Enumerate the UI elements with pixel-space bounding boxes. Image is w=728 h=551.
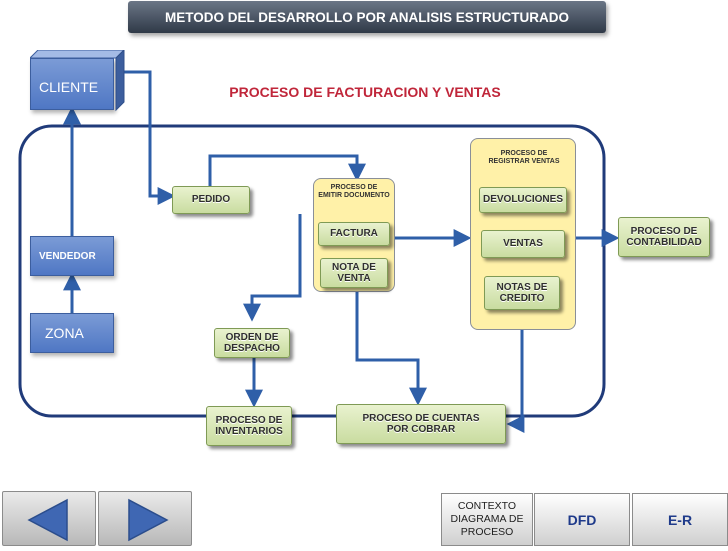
panel-registrar-ventas-title: PROCESO DE REGISTRAR VENTAS: [488, 150, 560, 166]
page-title: METODO DEL DESARROLLO POR ANALISIS ESTRU…: [128, 1, 606, 33]
tab-dfd[interactable]: DFD: [534, 493, 630, 546]
arrow-right-icon: [128, 498, 169, 542]
entity-vendedor-label: VENDEDOR: [39, 250, 96, 262]
process-orden-de-despacho[interactable]: ORDEN DE DESPACHO: [214, 328, 290, 358]
system-boundary: [18, 124, 606, 418]
process-contabilidad[interactable]: PROCESO DE CONTABILIDAD: [618, 217, 710, 257]
process-factura[interactable]: FACTURA: [318, 222, 390, 246]
tab-er[interactable]: E-R: [632, 493, 728, 546]
process-nota-de-venta[interactable]: NOTA DE VENTA: [320, 258, 388, 288]
cliente-3d-edge: [30, 50, 125, 112]
prev-button[interactable]: [2, 491, 96, 546]
diagram-title: PROCESO DE FACTURACION Y VENTAS: [229, 84, 501, 100]
arrow-cliente-pedido: [122, 70, 176, 205]
process-devoluciones[interactable]: DEVOLUCIONES: [479, 187, 567, 213]
arrow-pedido-emitir: [208, 154, 366, 186]
panel-emitir-documento-title: PROCESO DE EMITIR DOCUMENTO: [318, 184, 390, 200]
process-ventas[interactable]: VENTAS: [481, 230, 565, 258]
arrow-pedido-despacho: [243, 214, 302, 322]
arrow-emitir-cobrar: [355, 292, 427, 406]
entity-zona-label: ZONA: [45, 325, 84, 341]
process-notas-de-credito[interactable]: NOTAS DE CREDITO: [484, 276, 560, 310]
tab-contexto[interactable]: CONTEXTO DIAGRAMA DE PROCESO: [441, 493, 533, 546]
entity-zona[interactable]: ZONA: [30, 313, 114, 353]
process-inventarios[interactable]: PROCESO DE INVENTARIOS: [206, 406, 292, 446]
arrow-registrar-cobrar: [506, 330, 525, 433]
arrow-left-icon: [27, 498, 68, 542]
next-button[interactable]: [98, 491, 192, 546]
process-cuentas-por-cobrar[interactable]: PROCESO DE CUENTAS POR COBRAR: [336, 404, 506, 444]
entity-cliente-label: CLIENTE: [39, 79, 99, 95]
entity-vendedor[interactable]: VENDEDOR: [30, 236, 114, 276]
process-pedido[interactable]: PEDIDO: [172, 186, 250, 214]
entity-cliente[interactable]: CLIENTE: [30, 58, 114, 110]
